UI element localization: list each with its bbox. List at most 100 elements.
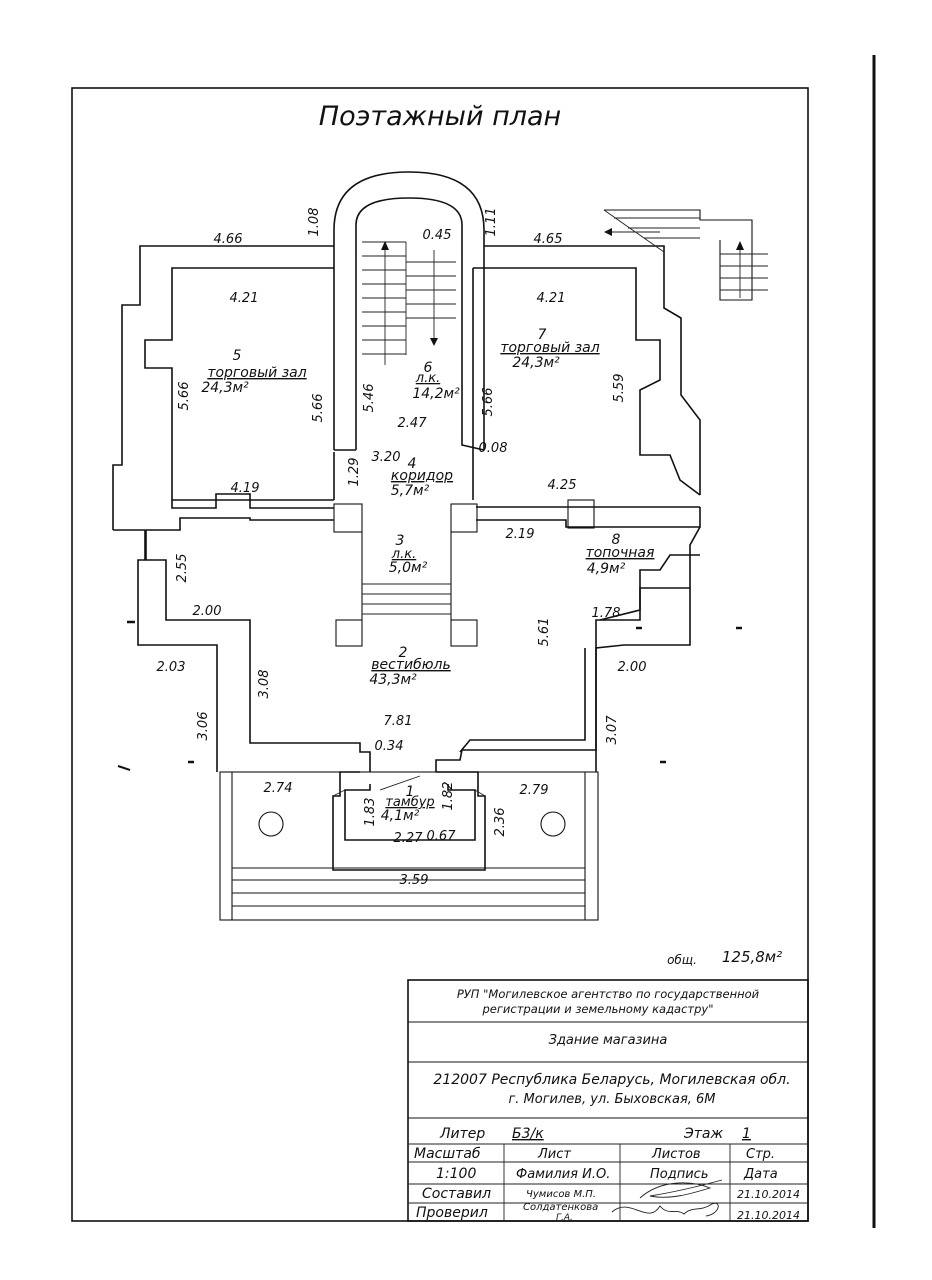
dim-781: 7.81	[384, 714, 413, 729]
stamp-name-label: Фамилия И.О.	[516, 1167, 610, 1182]
stamp-addr-line2: г. Могилев, ул. Быховская, 6М	[508, 1092, 715, 1107]
total-label: общ.	[667, 953, 697, 967]
dim-419: 4.19	[231, 481, 260, 496]
dim-227: 2.27	[394, 831, 424, 846]
dim-200-a: 2.00	[193, 604, 222, 619]
room-3-number: 3	[396, 533, 405, 549]
stamp-liter-value: Б3/к	[512, 1126, 544, 1142]
dim-178: 1.78	[592, 606, 621, 621]
signature-checked-icon	[611, 1202, 719, 1217]
dim-559: 5.59	[612, 374, 627, 403]
dim-279: 2.79	[520, 783, 549, 798]
pillars	[333, 499, 595, 647]
dim-308: 3.08	[257, 670, 272, 699]
room-5-name: торговый зал	[207, 365, 306, 381]
stamp-floor-label: Этаж	[683, 1126, 724, 1142]
dim-008: 0.08	[479, 441, 508, 456]
stamp-org-line1: РУП "Могилевское агентство по государств…	[457, 987, 760, 1001]
stamp-org-line2: регистрации и земельному кадастру"	[482, 1002, 714, 1016]
dim-421-left: 4.21	[230, 291, 259, 306]
dim-359: 3.59	[400, 873, 429, 888]
dim-274: 2.74	[264, 781, 293, 796]
room-8-number: 8	[612, 532, 621, 548]
outer-walls	[112, 171, 701, 921]
room-4-area: 5,7м²	[391, 483, 430, 499]
room-3-area: 5,0м²	[389, 560, 428, 576]
room-4-number: 4	[408, 456, 417, 472]
stairs-lk3	[361, 532, 452, 620]
dim-111: 1.11	[484, 208, 499, 237]
stamp-composed-name: Чумисов М.П.	[526, 1189, 596, 1200]
room-labels: 5 торговый зал 24,3м² 6 л.к. 14,2м² 7 то…	[201, 327, 654, 824]
room-1-area: 4,1м²	[381, 808, 420, 824]
stamp-liter-label: Литер	[439, 1126, 485, 1142]
room-6-name: л.к.	[415, 371, 440, 386]
room-2-name: вестибюль	[371, 657, 450, 673]
dim-182: 1.82	[441, 782, 456, 811]
room-2-area: 43,3м²	[369, 672, 417, 688]
dim-108: 1.08	[307, 208, 322, 237]
dim-129: 1.29	[347, 458, 362, 487]
stairs-lk6	[362, 241, 456, 365]
dim-466: 4.66	[214, 232, 243, 247]
stamp-checked-name1: Солдатенкова	[523, 1202, 598, 1213]
room-3-name: л.к.	[391, 547, 416, 562]
room-1-number: 1	[406, 784, 415, 800]
dim-546: 5.46	[362, 384, 377, 413]
dim-561: 5.61	[537, 618, 552, 647]
dim-236: 2.36	[493, 808, 508, 837]
stamp-composed-label: Составил	[422, 1186, 491, 1202]
room-5-number: 5	[233, 348, 242, 364]
dim-566-c: 5.66	[481, 388, 496, 417]
dim-307: 3.07	[605, 715, 620, 745]
stamp-sheets-label: Листов	[651, 1147, 701, 1162]
dim-566-a: 5.66	[177, 382, 192, 411]
stamp-scale-label: Масштаб	[414, 1146, 481, 1162]
room-5-area: 24,3м²	[201, 380, 249, 396]
dim-465: 4.65	[534, 232, 563, 247]
dim-247: 2.47	[398, 416, 428, 431]
drawing-frame	[71, 87, 809, 1222]
stamp-composed-date: 21.10.2014	[737, 1188, 800, 1201]
stamp-addr-line1: 212007 Республика Беларусь, Могилевская …	[433, 1072, 790, 1088]
room-8-area: 4,9м²	[587, 561, 626, 577]
column-right-icon	[540, 811, 566, 837]
room-1-name: тамбур	[385, 795, 434, 810]
dim-320: 3.20	[372, 450, 401, 465]
room-7-name: торговый зал	[500, 340, 599, 356]
total-value: 125,8м²	[722, 948, 782, 966]
room-4-name: коридор	[391, 468, 453, 484]
signature-composed-icon	[639, 1179, 723, 1199]
stamp-sign-label: Подпись	[650, 1167, 708, 1182]
dim-255: 2.55	[175, 554, 190, 583]
stamp-floor-value: 1	[742, 1126, 751, 1142]
dim-067: 0.67	[427, 829, 457, 844]
room-7-area: 24,3м²	[512, 355, 560, 371]
stamp-sheet-label: Лист	[537, 1147, 571, 1162]
stamp-date-label: Дата	[743, 1167, 778, 1182]
stamp-scale-value: 1:100	[436, 1166, 476, 1182]
column-left-icon	[258, 811, 284, 837]
title-block: РУП "Могилевское агентство по государств…	[407, 979, 809, 1223]
outside-stair	[603, 209, 768, 301]
room-6-area: 14,2м²	[412, 386, 460, 402]
dim-034: 0.34	[375, 739, 404, 754]
stamp-checked-name2: Г.А.	[556, 1213, 573, 1223]
dimension-labels: 4.66 1.08 0.45 1.11 4.65 4.21 4.21 5.66 …	[157, 208, 647, 888]
dim-421-right: 4.21	[537, 291, 566, 306]
section-markers	[117, 620, 742, 771]
room-6-number: 6	[424, 360, 433, 376]
room-8-name: топочная	[586, 545, 655, 561]
room-7-number: 7	[538, 327, 547, 343]
stamp-building: Здание магазина	[549, 1033, 668, 1048]
room-2-number: 2	[399, 645, 408, 661]
dim-203: 2.03	[157, 660, 186, 675]
dim-219: 2.19	[506, 527, 535, 542]
stamp-checked-label: Проверил	[416, 1205, 488, 1221]
dim-566-b: 5.66	[311, 394, 326, 423]
dim-200-b: 2.00	[618, 660, 647, 675]
plan-title: Поэтажный план	[319, 101, 561, 132]
dim-045: 0.45	[423, 228, 452, 243]
stamp-page-label: Стр.	[746, 1147, 775, 1162]
